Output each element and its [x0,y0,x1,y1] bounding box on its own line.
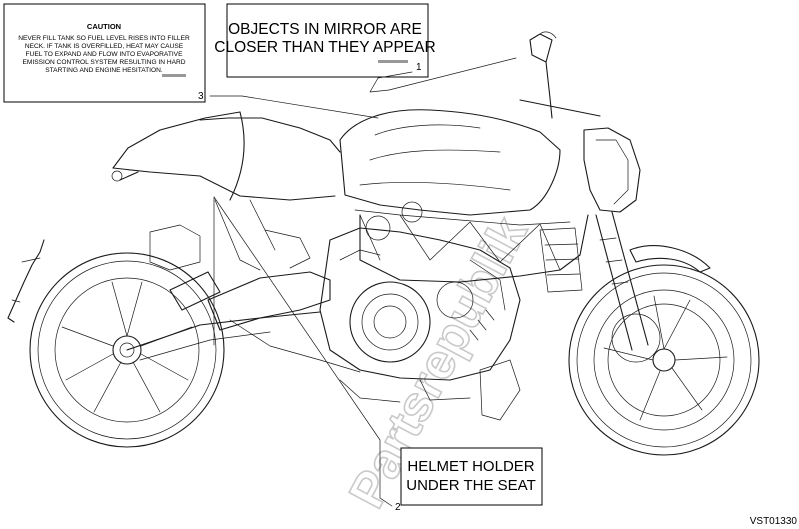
caution-line-3: FUEL TO EXPAND AND FLOW INTO EVAPORATIVE [26,51,184,58]
caution-line-2: NECK. IF TANK IS OVERFILLED, HEAT MAY CA… [25,43,184,50]
caution-line-1: NEVER FILL TANK SO FUEL LEVEL RISES INTO… [18,35,190,42]
caution-part-code-mark [162,74,186,77]
mirror-line-1: OBJECTS IN MIRROR ARE [228,21,422,38]
mirror-line-2: CLOSER THAN THEY APPEAR [214,39,435,56]
helmet-line-2: UNDER THE SEAT [406,477,535,494]
drawing-code: VST01330 [750,516,798,527]
helmet-decal: HELMET HOLDER UNDER THE SEAT [400,447,543,506]
caution-line-4: EMISSION CONTROL SYSTEM RESULTING IN HAR… [22,59,185,66]
leader-lines [209,57,517,507]
callout-3: 3 [198,91,204,102]
callout-2: 2 [395,502,401,513]
caution-decal: CAUTION NEVER FILL TANK SO FUEL LEVEL RI… [3,3,206,103]
callout-1: 1 [416,62,422,73]
mirror-part-code-mark [378,60,408,63]
front-wheel [568,264,760,456]
mirror-decal: OBJECTS IN MIRROR ARE CLOSER THAN THEY A… [214,3,436,78]
caution-line-5: STARTING AND ENGINE HESITATION. [45,67,163,74]
helmet-line-1: HELMET HOLDER [407,458,534,475]
motorcycle-drawing [7,31,760,456]
caution-title: CAUTION [87,22,121,31]
rear-wheel [29,252,225,448]
